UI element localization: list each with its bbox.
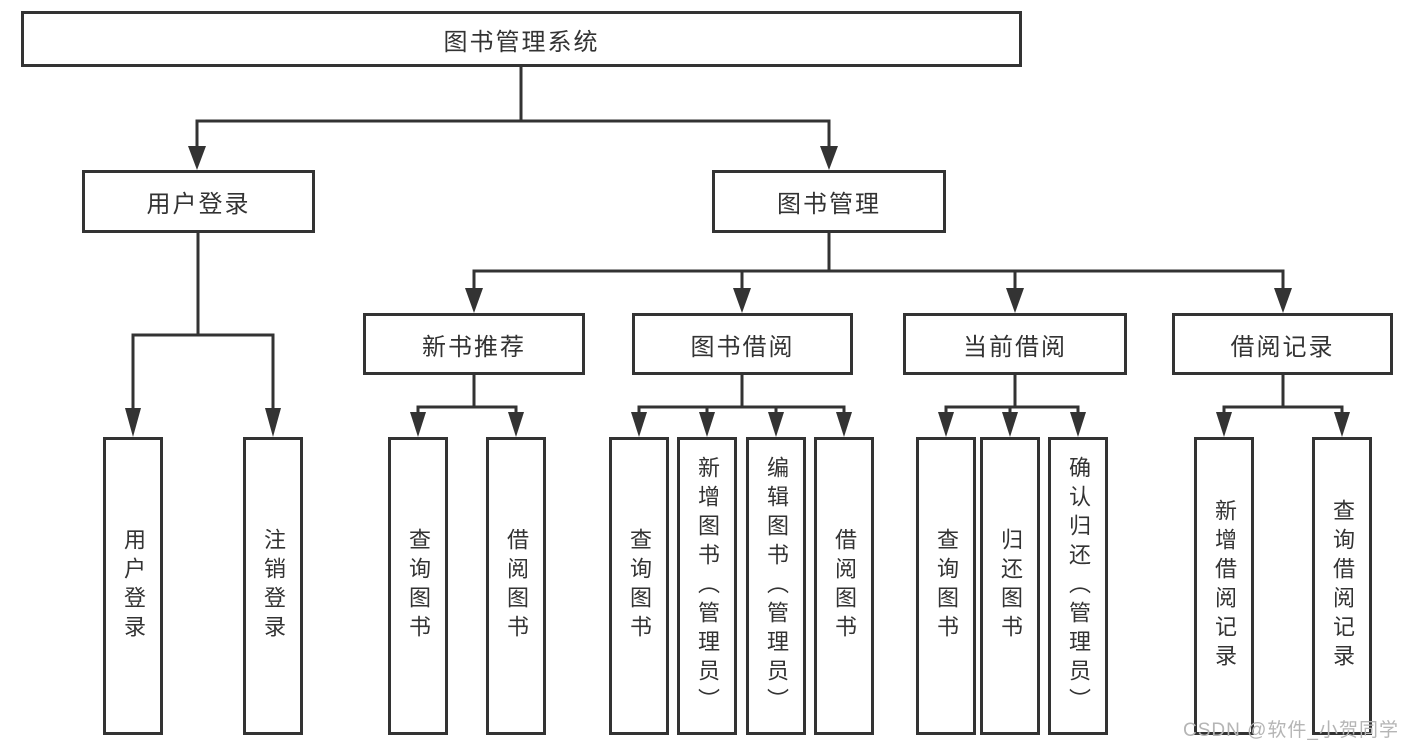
connector-borrowrecord-to-leaves [1216, 374, 1350, 437]
leaf-confirm-return-admin-label: 确认归还（管理员） [1066, 455, 1091, 717]
leaf-borrow-book-label: 借阅图书 [832, 528, 857, 644]
leaf-query-borrow-record: 查询借阅记录 [1312, 437, 1372, 735]
node-current-borrow-label: 当前借阅 [963, 333, 1067, 361]
leaf-newbook-borrow-book-label: 借阅图书 [504, 528, 529, 644]
node-book-management-label: 图书管理 [777, 191, 881, 218]
leaf-add-book-admin: 新增图书（管理员） [677, 437, 737, 735]
connector-newbook-to-leaves [410, 375, 524, 437]
leaf-user-login: 用户登录 [103, 437, 163, 735]
node-book-borrow: 图书借阅 [632, 313, 853, 375]
node-new-book-recommend: 新书推荐 [363, 313, 585, 375]
connector-currentborrow-to-leaves [938, 374, 1086, 437]
leaf-return-book-label: 归还图书 [998, 528, 1023, 644]
leaf-logout-login-label: 注销登录 [261, 528, 286, 644]
node-borrow-record: 借阅记录 [1172, 313, 1393, 375]
leaf-add-book-admin-label: 新增图书（管理员） [695, 455, 720, 717]
leaf-edit-book-admin: 编辑图书（管理员） [746, 437, 806, 735]
leaf-confirm-return-admin: 确认归还（管理员） [1048, 437, 1108, 735]
root-node-label: 图书管理系统 [443, 28, 600, 56]
leaf-logout-login: 注销登录 [243, 437, 303, 735]
csdn-watermark: CSDN @软件_小贺同学 [1183, 720, 1399, 741]
leaf-newbook-query-book: 查询图书 [388, 437, 448, 735]
leaf-current-query-book-label: 查询图书 [934, 528, 959, 644]
leaf-borrow-book: 借阅图书 [814, 437, 874, 735]
node-new-book-recommend-label: 新书推荐 [422, 333, 526, 361]
leaf-return-book: 归还图书 [980, 437, 1040, 735]
leaf-add-borrow-record: 新增借阅记录 [1194, 437, 1254, 735]
node-borrow-record-label: 借阅记录 [1230, 333, 1335, 361]
node-book-borrow-label: 图书借阅 [690, 333, 795, 361]
leaf-borrow-query-book-label: 查询图书 [627, 528, 652, 644]
leaf-add-borrow-record-label: 新增借阅记录 [1212, 499, 1237, 673]
node-user-login-label: 用户登录 [146, 191, 251, 218]
connector-userlogin-to-leaves [125, 233, 281, 437]
leaf-user-login-label: 用户登录 [121, 528, 146, 644]
node-book-management: 图书管理 [712, 170, 946, 233]
connector-bookborrow-to-leaves [631, 374, 852, 437]
leaf-query-borrow-record-label: 查询借阅记录 [1330, 499, 1355, 673]
root-node-library-system: 图书管理系统 [21, 11, 1022, 67]
connector-root-to-level1 [188, 67, 838, 170]
node-user-login: 用户登录 [82, 170, 315, 233]
leaf-edit-book-admin-label: 编辑图书（管理员） [764, 455, 789, 717]
leaf-borrow-query-book: 查询图书 [609, 437, 669, 735]
leaf-newbook-query-book-label: 查询图书 [406, 528, 431, 644]
leaf-newbook-borrow-book: 借阅图书 [486, 437, 546, 735]
node-current-borrow: 当前借阅 [903, 313, 1127, 375]
leaf-current-query-book: 查询图书 [916, 437, 976, 735]
connector-bookmgmt-to-level2 [465, 233, 1292, 313]
